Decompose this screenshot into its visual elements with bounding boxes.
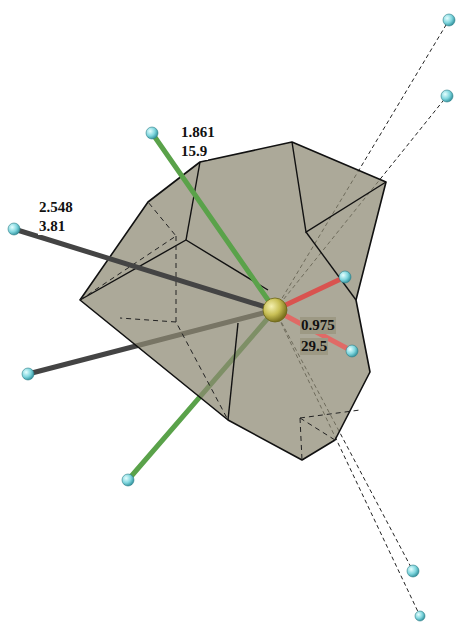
- bonds-front: [14, 133, 352, 351]
- solid-angle-value: 29.5: [300, 338, 328, 355]
- contact-lines: [275, 20, 449, 616]
- central-atom: [263, 298, 287, 322]
- solid-angle-value: 3.81: [38, 218, 66, 235]
- ligand-atoms: [8, 14, 455, 621]
- distance-value: 2.548: [38, 199, 74, 216]
- distance-value: 0.975: [300, 317, 336, 334]
- voronoi-polyhedron: [80, 142, 386, 460]
- distance-value: 1.861: [180, 124, 216, 141]
- solid-angle-value: 15.9: [180, 143, 208, 160]
